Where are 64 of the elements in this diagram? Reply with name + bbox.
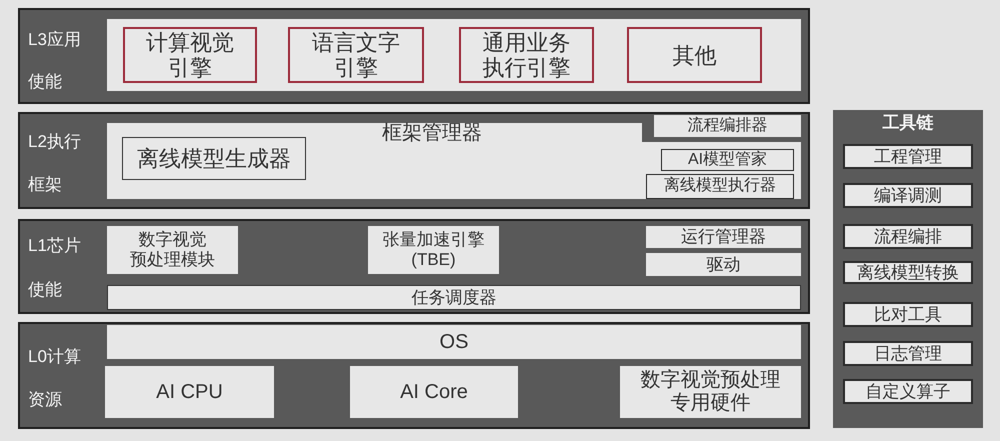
tool-box [843, 341, 973, 366]
module-box [627, 27, 762, 83]
tool-name: 编译调测 [874, 186, 942, 206]
module-name: 流程编排器 [688, 116, 768, 136]
module-box [107, 325, 801, 359]
layer-label: 使能 [28, 72, 62, 92]
module-box [646, 226, 801, 248]
tool-name: 日志管理 [874, 344, 942, 364]
layer-panel [18, 112, 810, 209]
module-box [350, 366, 518, 418]
panel-title: 工具链 [882, 113, 934, 133]
layer-label: L2执行 [28, 132, 81, 152]
layer-panel [18, 219, 810, 314]
module-box [661, 149, 794, 171]
module-name: AI模型管家 [688, 150, 768, 170]
module-name: 其他 [672, 42, 716, 68]
module-name: 计算视觉引擎 [145, 30, 235, 80]
tool-box [843, 224, 973, 249]
toolchain-panel [833, 110, 983, 428]
module-box [107, 285, 801, 310]
module-box [288, 27, 424, 83]
module-box [368, 226, 499, 274]
inner-panel [107, 19, 801, 91]
module-name: 张量加速引擎(TBE) [382, 230, 486, 270]
module-box [646, 253, 801, 276]
tool-name: 自定义算子 [866, 382, 950, 402]
module-box [459, 27, 594, 83]
tool-name: 工程管理 [874, 146, 942, 166]
layer-panel [18, 322, 810, 429]
module-name: 离线模型生成器 [137, 146, 291, 172]
tool-box [843, 379, 973, 404]
module-name: AI CPU [156, 380, 223, 404]
module-name: 数字视觉预处理模块 [130, 230, 215, 270]
tool-box [843, 261, 973, 284]
panel-heading: 框架管理器 [382, 123, 482, 143]
module-box [123, 27, 257, 83]
module-box [107, 226, 238, 274]
tool-box [843, 302, 973, 327]
module-box [620, 366, 801, 418]
module-name: 离线模型执行器 [664, 177, 776, 196]
tool-box [843, 144, 973, 169]
tool-name: 离线模型转换 [857, 262, 959, 282]
module-name: 语言文字引擎 [311, 30, 401, 80]
layer-panel [18, 8, 810, 104]
layer-label: 资源 [28, 390, 62, 410]
module-name: 通用业务执行引擎 [482, 30, 572, 80]
module-box [654, 115, 801, 137]
tool-name: 比对工具 [874, 304, 942, 324]
layer-label: 框架 [28, 175, 62, 195]
module-name: AI Core [400, 380, 468, 404]
module-name: 数字视觉预处理专用硬件 [640, 369, 782, 415]
tool-box [843, 183, 973, 208]
layer-label: L1芯片 [28, 236, 81, 256]
module-box [122, 137, 306, 180]
module-name: 驱动 [706, 254, 740, 274]
tool-name: 流程编排 [874, 226, 942, 246]
layer-label: L0计算 [28, 347, 81, 367]
module-name: OS [440, 330, 468, 354]
module-box [105, 366, 274, 418]
module-name: 运行管理器 [681, 227, 766, 247]
layer-label: 使能 [28, 280, 62, 300]
module-name: 任务调度器 [412, 288, 496, 308]
layer-label: L3应用 [28, 30, 81, 50]
module-box [646, 174, 794, 199]
